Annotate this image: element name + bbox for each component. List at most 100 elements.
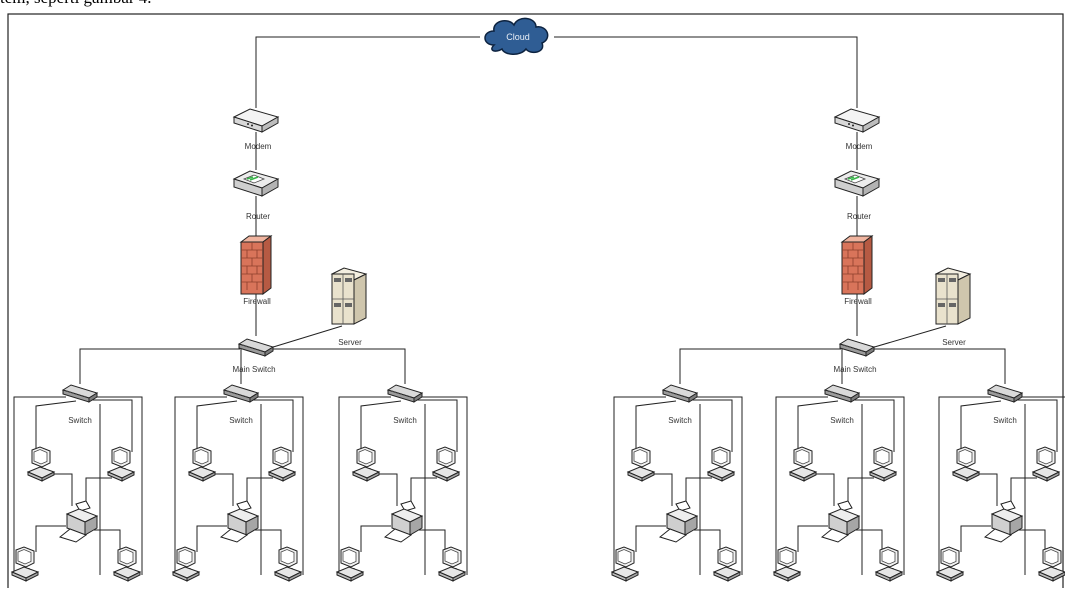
site-2-group-2-workstation-2-icon	[869, 446, 897, 482]
site-2-group-2-line-pc3	[797, 525, 828, 552]
connection-lines	[13, 36, 1065, 575]
site-1-group-2-line-printer-a	[211, 473, 234, 506]
figure-frame	[7, 13, 1064, 593]
site-2-group-3-workstation-4-icon	[1038, 546, 1065, 582]
site-1-group-2-line-pc1	[196, 400, 238, 452]
site-2-group-1-printer-icon	[659, 500, 698, 543]
site-1-group-1-workstation-2-icon	[107, 446, 135, 482]
site-1-group-3-switch-icon	[387, 384, 423, 403]
site-2-group-2-line-outer-right	[856, 396, 905, 575]
site-1-group-3-line-outer-right	[419, 396, 468, 575]
site-1-firewall-label: Firewall	[243, 297, 271, 306]
site-1-group-1-line-pc3	[35, 525, 66, 552]
site-1-group-3-line-pc3	[360, 525, 391, 552]
site-1-server-label: Server	[338, 338, 362, 347]
site-2-group-1-workstation-2-icon	[707, 446, 735, 482]
site-2-group-3-line-outer-right	[1019, 396, 1065, 398]
site-1-group-3-line-pc4	[419, 529, 446, 552]
site-1-group-1-line-outer-left	[13, 396, 66, 575]
site-1-main-switch-label: Main Switch	[232, 365, 275, 374]
site-2-group-1-line-pc3	[635, 525, 666, 552]
site-1-group-3-line-pc2	[413, 399, 458, 452]
site-2-server-icon	[935, 267, 971, 325]
site-2-group-2-workstation-4-icon	[875, 546, 903, 582]
site-2-group-1-workstation-3-icon	[611, 546, 639, 582]
site-1-modem-icon	[233, 108, 279, 133]
site-2-group-1-switch-icon	[662, 384, 698, 403]
caption-text: tem, seperti gambar 4.	[0, 0, 152, 8]
site-1-group-3-line-printer-a	[375, 473, 398, 506]
cloud-to-site-1-line	[255, 36, 480, 108]
site-1-group-3-line-pc1	[360, 400, 402, 452]
site-2-group-1-workstation-4-icon	[713, 546, 741, 582]
site-2-group-3-switch-label: Switch	[993, 416, 1017, 425]
site-2-bus-left-line	[679, 348, 841, 384]
site-2-group-2-switch-label: Switch	[830, 416, 854, 425]
site-1-group-2-line-pc2	[249, 399, 294, 452]
site-1-router-label: Router	[246, 212, 270, 221]
site-2-group-2-switch-icon	[824, 384, 860, 403]
site-1-group-3-line-printer-b	[410, 477, 437, 506]
site-2-group-3-line-pc3	[960, 525, 991, 552]
site-1-group-1-printer-icon	[59, 500, 98, 543]
site-2-group-2-line-printer-a	[812, 473, 835, 506]
site-2-modem-label: Modem	[846, 142, 873, 151]
site-1-group-3-workstation-3-icon	[336, 546, 364, 582]
site-2-group-2-line-pc4	[856, 529, 883, 552]
site-2-group-1-line-pc2	[688, 399, 733, 452]
site-2-modem-icon	[834, 108, 880, 133]
site-1-group-2-workstation-4-icon	[274, 546, 302, 582]
site-1-group-1-line-pc1	[35, 400, 77, 452]
site-2-firewall-label: Firewall	[844, 297, 872, 306]
site-1-group-1-workstation-4-icon	[113, 546, 141, 582]
site-1-group-2-switch-icon	[223, 384, 259, 403]
site-2-group-2-printer-icon	[821, 500, 860, 543]
site-2-group-1-line-pc1	[635, 400, 677, 452]
site-1-group-3-line-outer-left	[338, 396, 391, 575]
site-1-group-2-workstation-3-icon	[172, 546, 200, 582]
site-2-group-2-line-pc1	[797, 400, 839, 452]
site-2-group-3-line-pc1	[960, 400, 1002, 452]
site-2-server-label: Server	[942, 338, 966, 347]
site-2-group-1-switch-label: Switch	[668, 416, 692, 425]
site-2-server-line	[870, 325, 947, 349]
site-1-group-1-line-printer-a	[50, 473, 73, 506]
site-1-group-1-workstation-1-icon	[27, 446, 55, 482]
cloud-label: Cloud	[506, 32, 530, 42]
site-2-group-3-line-pc2	[1013, 399, 1058, 452]
site-2-group-2-workstation-3-icon	[773, 546, 801, 582]
cloud-icon	[484, 17, 549, 55]
site-1-group-2-line-pc4	[255, 529, 282, 552]
site-2-group-3-workstation-2-icon	[1032, 446, 1060, 482]
site-2-router-icon	[834, 170, 880, 197]
site-1-group-1-line-pc2	[88, 399, 133, 452]
site-1-group-2-printer-icon	[220, 500, 259, 543]
site-2-group-3-printer-icon	[984, 500, 1023, 543]
site-1-modem-label: Modem	[245, 142, 272, 151]
site-2-group-3-line-printer-a	[975, 473, 998, 506]
site-1-server-icon	[331, 267, 367, 325]
site-1-bus-right-line	[272, 348, 406, 384]
site-1-group-3-workstation-1-icon	[352, 446, 380, 482]
site-2-bus-right-line	[873, 348, 1006, 384]
site-1-group-3-workstation-2-icon	[432, 446, 460, 482]
site-2-group-3-line-pc4	[1019, 529, 1046, 552]
site-2-group-3-line-outer-left	[938, 396, 991, 575]
site-1-group-1-switch-label: Switch	[68, 416, 92, 425]
site-1-group-2-workstation-2-icon	[268, 446, 296, 482]
site-1-group-3-workstation-4-icon	[438, 546, 466, 582]
site-2-group-1-line-printer-b	[685, 477, 712, 506]
site-1-group-2-line-outer-right	[255, 396, 304, 575]
site-1-group-1-workstation-3-icon	[11, 546, 39, 582]
site-2-group-1-line-outer-right	[694, 396, 743, 575]
site-2-group-2-workstation-1-icon	[789, 446, 817, 482]
site-1-group-2-switch-label: Switch	[229, 416, 253, 425]
site-1-main-switch-icon	[238, 338, 274, 357]
site-1-group-2-line-printer-b	[246, 477, 273, 506]
site-2-main-switch-label: Main Switch	[833, 365, 876, 374]
site-2-group-1-line-pc4	[694, 529, 721, 552]
site-2-group-3-workstation-3-icon	[936, 546, 964, 582]
